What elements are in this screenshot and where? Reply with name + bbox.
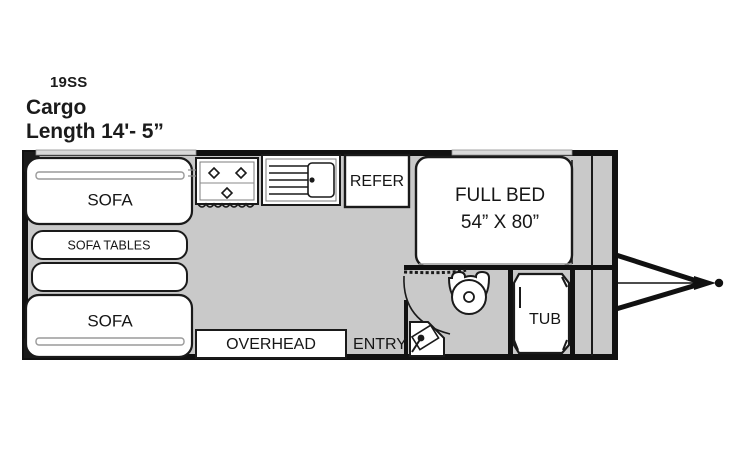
- overhead-label: OVERHEAD: [226, 336, 316, 353]
- sofa-tables-upper: SOFA TABLES: [31, 230, 188, 260]
- overhead-cabinet: OVERHEAD: [195, 329, 347, 359]
- full-bed-label-line1: FULL BED: [455, 185, 545, 206]
- entry-label: ENTRY: [353, 336, 407, 353]
- full-bed-label-line2: 54” X 80”: [461, 212, 539, 233]
- sink-drainboard: [269, 165, 308, 195]
- tub-fixture: TUB: [512, 272, 571, 355]
- stove-burners: [207, 166, 248, 200]
- sink-fixture: [261, 154, 341, 206]
- sofa-bottom: SOFA: [24, 293, 194, 359]
- cargo-length-label: Length 14'- 5”: [26, 120, 164, 143]
- sofa-top-label: SOFA: [87, 190, 133, 209]
- sofa-bottom-label: SOFA: [87, 311, 133, 330]
- refer-label: REFER: [350, 173, 404, 190]
- bathroom-walls: [404, 265, 616, 358]
- sofa-top: SOFA: [24, 156, 194, 226]
- hitch-tongue: [615, 252, 724, 312]
- entry-area: ENTRY: [353, 336, 407, 353]
- sofa-tables-label: SOFA TABLES: [68, 238, 151, 252]
- cargo-label: Cargo: [26, 96, 87, 119]
- refer-unit: REFER: [343, 153, 411, 209]
- sofa-tables-lower: [31, 262, 188, 292]
- tub-label: TUB: [529, 311, 561, 328]
- toilet-fixture: [447, 270, 491, 315]
- full-bed: FULL BED 54” X 80”: [414, 155, 574, 269]
- stove-fixture: [188, 157, 259, 208]
- bathroom-door: [403, 268, 467, 335]
- entry-door: [409, 321, 445, 357]
- model-code-label: 19SS: [50, 74, 88, 91]
